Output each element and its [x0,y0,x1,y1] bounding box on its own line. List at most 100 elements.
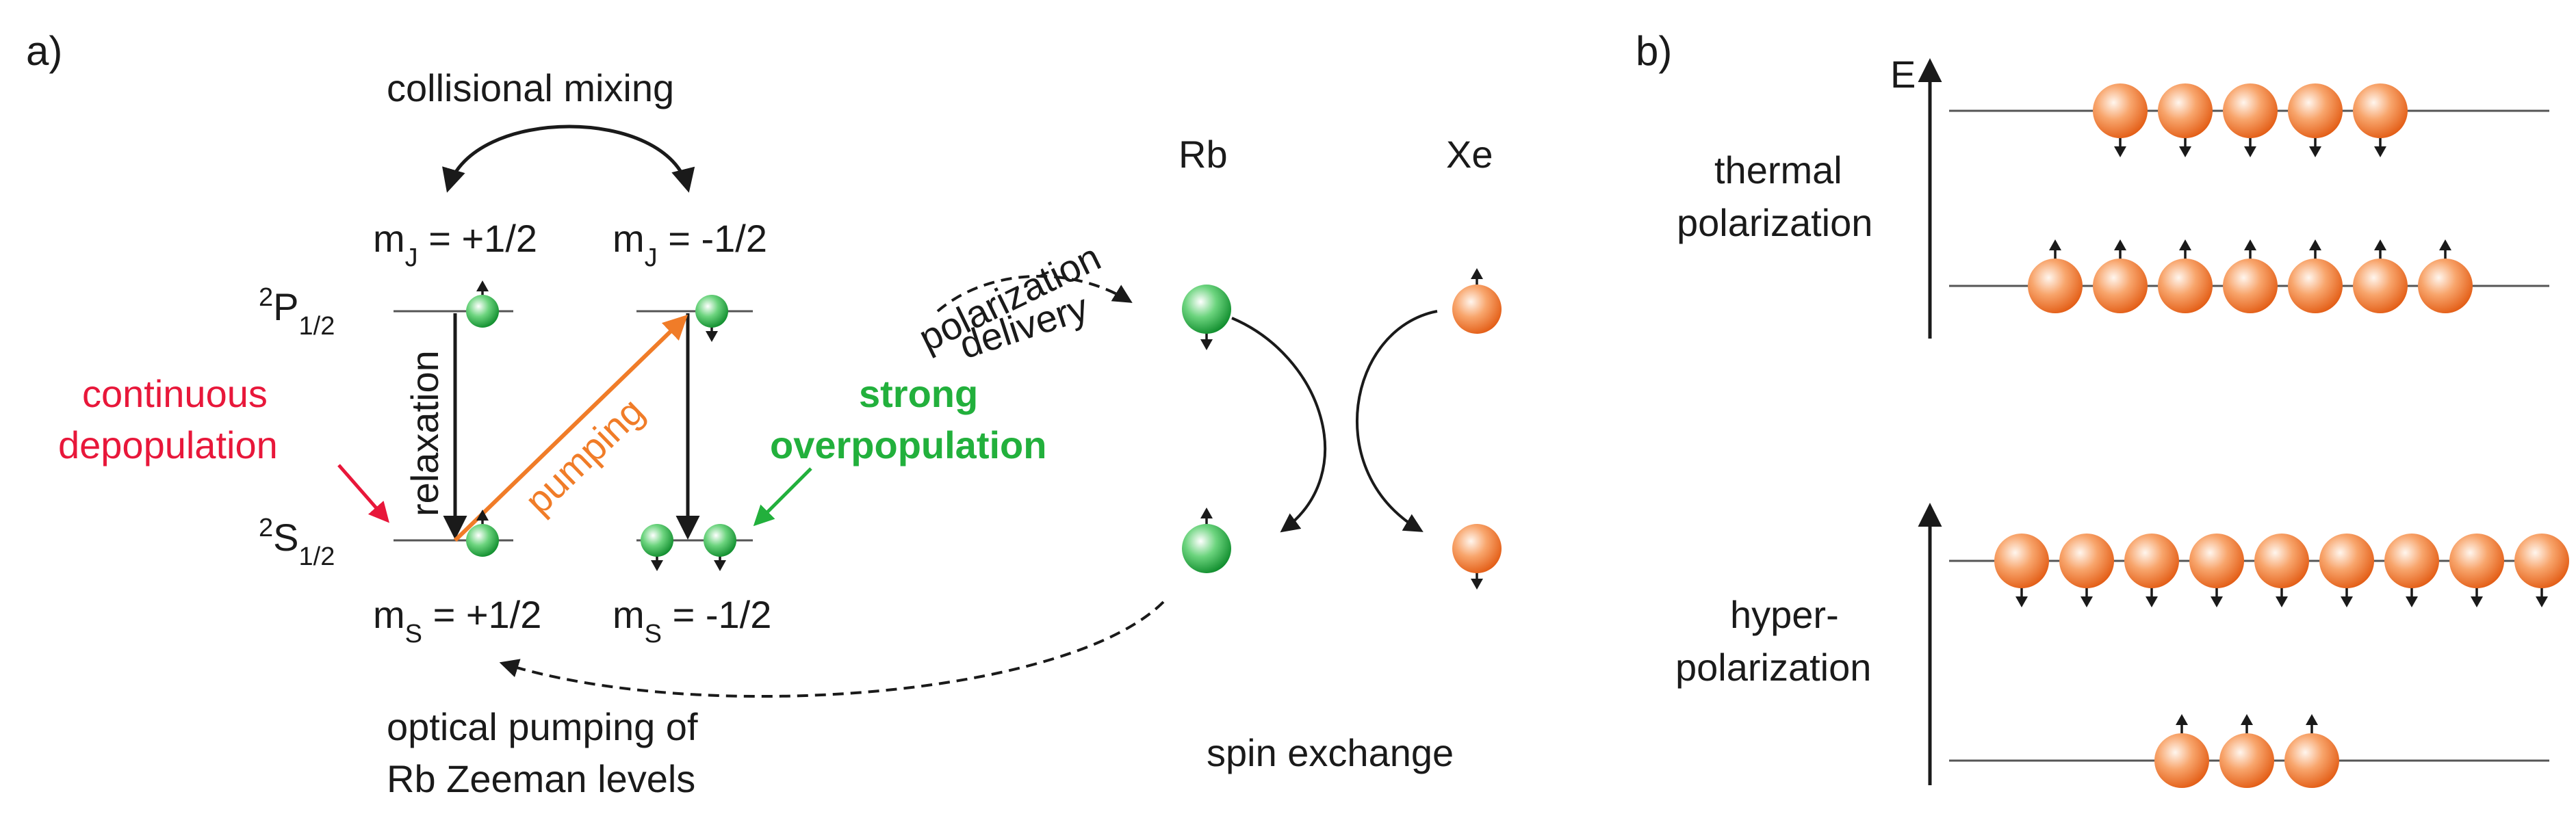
mj-plus-label: mJ = +1/2 [373,217,537,272]
spin-arrow-head [706,331,718,342]
hyper-upper-atom-3 [2124,534,2179,607]
rb-atom-before [1182,285,1231,350]
optical-pumping-label-2: Rb Zeeman levels [387,757,695,800]
atom-sphere [2284,733,2339,788]
spin-arrow-head [2244,146,2256,157]
atom-sphere [2223,83,2278,138]
overpopulation-label: overpopulation [770,423,1046,466]
hyper-label-2: polarization [1675,646,1871,689]
spin-arrow-head [1200,508,1213,518]
exchange-atoms [1182,268,1502,590]
spin-arrow-head [2374,146,2386,157]
ms-minus-label: mS = -1/2 [613,593,771,648]
thermal-upper-atom-2 [2158,83,2213,157]
mj-minus-label: mJ = -1/2 [613,217,767,272]
spin-arrow-head [651,560,663,571]
spin-arrow-head [2179,239,2191,250]
optical-pumping-label-1: optical pumping of [387,705,698,748]
atom-sphere [2254,534,2309,588]
rb-atom-after [1182,508,1231,573]
depopulation-arrow [337,464,389,523]
spin-arrow-head [2015,596,2028,607]
spin-arrow-head [2306,714,2318,725]
atom-sphere [2353,259,2408,313]
rb-label: Rb [1178,133,1228,176]
atom-sphere [2093,83,2148,138]
spin-arrow-head [2244,239,2256,250]
spin-arrow-head [2374,239,2386,250]
spin-arrow-head [1200,339,1213,350]
hyper-upper-atom-4 [2189,534,2244,607]
spin-arrow-head [714,560,726,571]
atom-sphere [466,295,499,328]
hyper-upper-atom-8 [2449,534,2504,607]
thermal-lower-atom-3 [2158,239,2213,313]
atom-sphere [2154,733,2209,788]
spin-arrow-head [2536,596,2548,607]
energy-axis-label: E [1890,53,1916,96]
spin-exchange-label: spin exchange [1207,731,1454,774]
optical-pumping-return-arrow [499,601,1165,698]
spin-arrow-head [2406,596,2418,607]
spin-arrow-head [2309,239,2321,250]
p-state-label: 2P1/2 [259,283,335,341]
atom-sphere [1994,534,2049,588]
atom-sphere [2288,83,2343,138]
spin-arrow-head [2114,146,2126,157]
atom-sphere [2158,259,2213,313]
hyper-upper-atom-2 [2059,534,2114,607]
thermal-upper-atom-4 [2288,83,2343,157]
atom-sphere [1452,524,1502,573]
thermal-lower-atom-4 [2223,239,2278,313]
atom-sphere [2223,259,2278,313]
spin-arrow-head [2081,596,2093,607]
thermal-lower-atom-5 [2288,239,2343,313]
atom-sphere [2124,534,2179,588]
pumping-arrow [453,314,688,542]
spin-arrow-head [2276,596,2288,607]
thermal-upper-atom-3 [2223,83,2278,157]
panel-a-label: a) [26,28,62,74]
atom-sphere [641,524,673,557]
hyper-upper-atom-7 [2384,534,2439,607]
atom-sphere [2514,534,2569,588]
spin-arrow-head [476,280,489,291]
atom-sphere [1182,524,1231,573]
atom-sphere [466,524,499,557]
atom-sphere [2219,733,2274,788]
hyper-upper-atom-1 [1994,534,2049,607]
atom-sphere [2093,259,2148,313]
xe-label: Xe [1446,133,1493,176]
depopulation-label: depopulation [58,423,278,466]
atom-sphere [1182,285,1231,334]
thermal-lower-atom-1 [2028,239,2083,313]
atom-sphere [2028,259,2083,313]
thermal-lower-atom-7 [2418,239,2473,313]
collisional-mixing-label: collisional mixing [387,66,674,109]
population-atoms [1994,83,2569,788]
spin-exchange-xe-arrow [1355,310,1438,532]
atom-sphere [2418,259,2473,313]
spin-arrow-head [1471,268,1483,279]
atom-sphere [2158,83,2213,138]
spin-arrow-head [2146,596,2158,607]
atom-sphere [2384,534,2439,588]
atom-sphere [2059,534,2114,588]
atom-sphere [2319,534,2374,588]
spin-arrow-head [476,510,489,521]
spin-arrow-head [1471,579,1483,590]
spin-arrow-head [2471,596,2483,607]
rb-atom-s-minus-2 [704,524,736,571]
hyper-upper-atom-5 [2254,534,2309,607]
xe-atom-before [1452,268,1502,334]
pumping-label: pumping [517,389,652,523]
thermal-label-1: thermal [1714,148,1842,192]
spin-exchange-rb-arrow [1231,317,1327,533]
thermal-lower-atom-2 [2093,239,2148,313]
atom-sphere [2449,534,2504,588]
overpopulation-arrow [753,467,812,527]
ms-plus-label: mS = +1/2 [373,593,541,648]
polarization-delivery-arrow [936,274,1133,313]
thermal-upper-atom-5 [2353,83,2408,157]
